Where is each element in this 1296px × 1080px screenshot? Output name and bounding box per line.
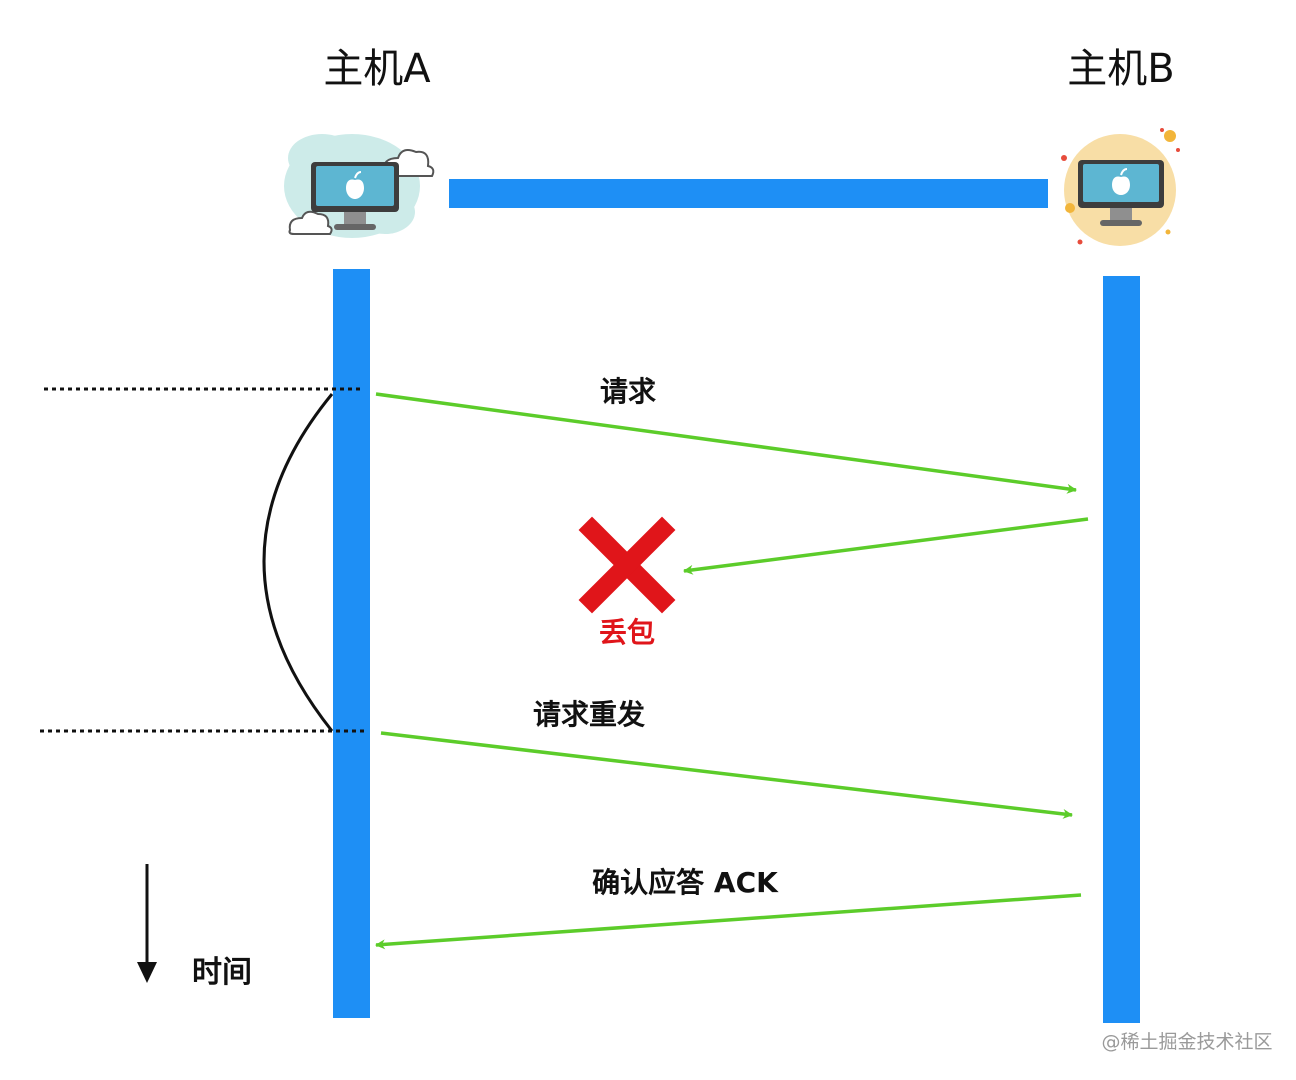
timeout-arc	[262, 393, 334, 732]
host-a-title: 主机A	[323, 46, 431, 92]
computer-cloud-icon	[284, 134, 435, 238]
resend-arrow	[380, 731, 1073, 819]
watermark: @稀土掘金技术社区	[1101, 1031, 1272, 1053]
connection-bar	[449, 179, 1048, 208]
request-arrow	[375, 392, 1077, 494]
host-b-lifeline	[1103, 276, 1140, 1023]
red-cross-icon	[578, 516, 676, 614]
down-arrow-icon	[137, 864, 157, 983]
packet-loss-label: 丢包	[599, 616, 655, 649]
request-label: 请求	[600, 375, 656, 408]
ack-label: 确认应答 ACK	[592, 866, 779, 899]
host-a-lifeline	[333, 269, 370, 1018]
time-axis-label: 时间	[192, 955, 252, 990]
computer-sun-icon	[1061, 128, 1180, 246]
resend-label: 请求重发	[533, 698, 645, 731]
host-b-title: 主机B	[1067, 46, 1174, 92]
lost-reply-arrow	[683, 517, 1089, 575]
ack-arrow	[375, 893, 1082, 950]
